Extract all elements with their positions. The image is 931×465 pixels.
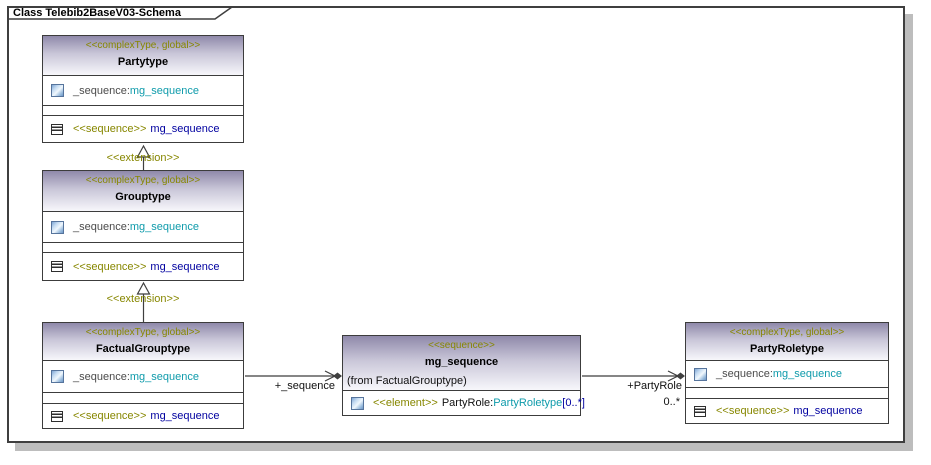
operation-stereotype: <<sequence>> (716, 405, 790, 417)
association-multiplicity-partyrole: 0..* (663, 396, 680, 408)
attribute-stereotype: <<element>> (373, 397, 438, 409)
stereotype-label: <<complexType, global>> (85, 40, 201, 51)
attribute-icon (351, 396, 364, 410)
empty-compartment (686, 387, 888, 398)
class-factual-grouptype[interactable]: <<complexType, global>> FactualGrouptype… (42, 322, 244, 429)
attribute-type: mg_sequence (129, 84, 199, 97)
attribute-name: PartyRole: (441, 397, 494, 409)
class-header: <<complexType, global>> PartyRoletype (686, 323, 888, 360)
operations-icon (51, 261, 63, 272)
operation-text: <<sequence>>mg_sequence (73, 123, 220, 135)
attribute-icon (51, 84, 64, 97)
class-party-roletype[interactable]: <<complexType, global>> PartyRoletype _s… (685, 322, 889, 424)
operation-stereotype: <<sequence>> (73, 260, 147, 273)
operation-stereotype: <<sequence>> (73, 123, 147, 135)
stereotype-label: <<complexType, global>> (85, 175, 201, 186)
operation-name: mg_sequence (150, 123, 220, 135)
class-mg-sequence[interactable]: <<sequence>> mg_sequence (from FactualGr… (342, 335, 585, 416)
operation-name: mg_sequence (150, 410, 220, 422)
attribute-name: _sequence: (73, 221, 130, 233)
attribute-icon (694, 367, 707, 381)
diagram-title: Class Telebib2BaseV03-Schema (13, 7, 181, 19)
operation-stereotype: <<sequence>> (73, 410, 147, 422)
class-name: mg_sequence (424, 356, 499, 368)
attribute-type: PartyRoletype (493, 397, 563, 409)
attribute-name: _sequence: (73, 370, 130, 383)
operation-name: mg_sequence (150, 260, 220, 273)
attribute-type: mg_sequence (772, 368, 842, 380)
operations-icon (51, 123, 63, 135)
attribute-row[interactable]: _sequence:mg_sequence (43, 75, 243, 105)
class-name: Partytype (117, 56, 169, 68)
attribute-text: _sequence:mg_sequence (73, 85, 199, 97)
stereotype-label: <<complexType, global>> (729, 327, 845, 338)
extension-label-2: <<extension>> (106, 293, 180, 305)
attribute-row[interactable]: _sequence:mg_sequence (43, 211, 243, 242)
association-role-sequence: +_sequence (274, 380, 335, 392)
operation-text: <<sequence>>mg_sequence (73, 410, 220, 422)
class-grouptype[interactable]: <<complexType, global>> Grouptype _seque… (42, 170, 244, 281)
operation-name: mg_sequence (793, 405, 863, 417)
class-header: <<complexType, global>> Partytype (43, 36, 243, 75)
class-header: <<complexType, global>> FactualGrouptype (43, 323, 243, 360)
class-header: <<complexType, global>> Grouptype (43, 171, 243, 211)
operations-row[interactable]: <<sequence>>mg_sequence (686, 398, 888, 423)
stereotype-label: <<complexType, global>> (85, 327, 201, 338)
operation-text: <<sequence>>mg_sequence (716, 405, 863, 417)
empty-compartment (43, 242, 243, 252)
empty-compartment (43, 105, 243, 115)
attribute-icon (51, 220, 64, 234)
class-name: FactualGrouptype (95, 343, 191, 355)
operations-icon (51, 410, 63, 422)
attribute-multiplicity: [0..*] (562, 397, 585, 409)
attribute-name: _sequence: (73, 84, 130, 97)
attribute-row[interactable]: _sequence:mg_sequence (686, 360, 888, 387)
attribute-icon (51, 370, 64, 383)
class-partytype[interactable]: <<complexType, global>> Partytype _seque… (42, 35, 244, 143)
attribute-row[interactable]: _sequence:mg_sequence (43, 360, 243, 392)
class-origin: (from FactualGrouptype) (347, 375, 467, 387)
class-name: PartyRoletype (750, 343, 824, 355)
attribute-text: _sequence:mg_sequence (73, 371, 199, 383)
operations-row[interactable]: <<sequence>>mg_sequence (43, 403, 243, 428)
stereotype-label: <<sequence>> (428, 340, 495, 351)
attribute-type: mg_sequence (129, 370, 199, 383)
operations-row[interactable]: <<sequence>>mg_sequence (43, 252, 243, 280)
attribute-text: _sequence:mg_sequence (716, 368, 842, 380)
operation-text: <<sequence>>mg_sequence (73, 261, 220, 273)
attribute-text: <<element>>PartyRole:PartyRoletype[0..*] (373, 397, 585, 409)
extension-label-1: <<extension>> (106, 152, 180, 164)
attribute-row[interactable]: <<element>>PartyRole:PartyRoletype[0..*] (343, 390, 585, 415)
operations-icon (694, 405, 706, 417)
operations-row[interactable]: <<sequence>>mg_sequence (43, 115, 243, 142)
association-role-partyrole: +PartyRole (627, 380, 682, 392)
class-name: Grouptype (115, 191, 171, 203)
attribute-type: mg_sequence (129, 221, 199, 233)
empty-compartment (43, 392, 243, 403)
attribute-name: _sequence: (716, 368, 773, 380)
attribute-text: _sequence:mg_sequence (73, 221, 199, 233)
class-header: <<sequence>> mg_sequence (from FactualGr… (343, 336, 580, 390)
